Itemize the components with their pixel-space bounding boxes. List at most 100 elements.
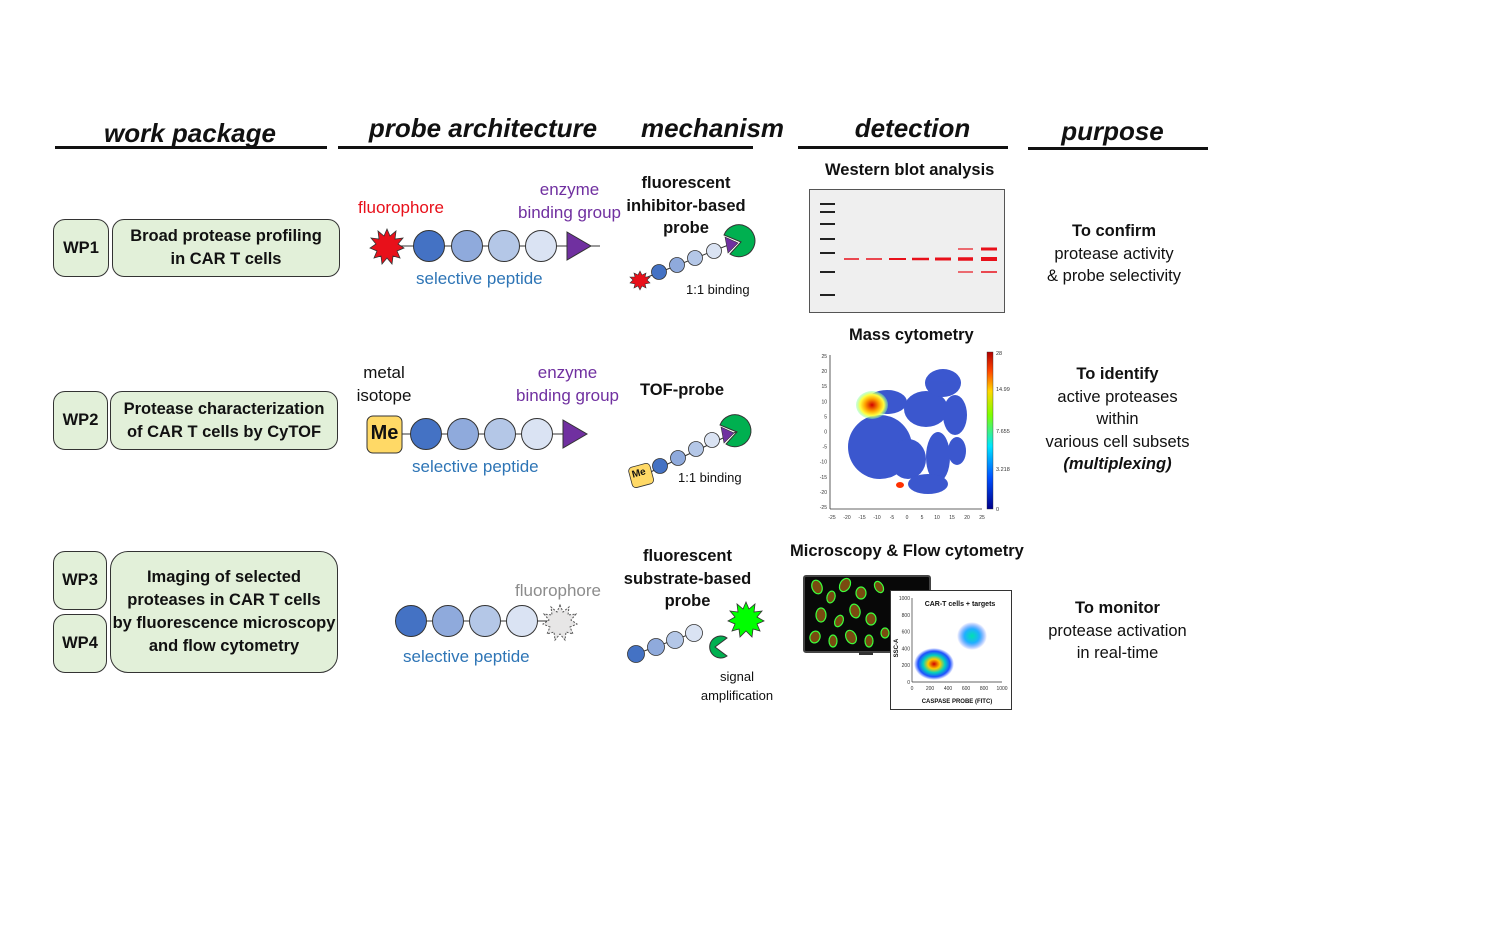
metal-tag-label: Me bbox=[370, 422, 399, 444]
ladder-bands bbox=[820, 203, 835, 296]
purpose-line: & probe selectivity bbox=[1047, 267, 1181, 285]
enzyme-pacman-icon bbox=[709, 635, 728, 659]
cell-clusters bbox=[848, 369, 967, 494]
note-line: signal bbox=[720, 669, 754, 684]
wp-title-line: Protease characterization bbox=[123, 399, 325, 418]
detection-title: Western blot analysis bbox=[825, 161, 995, 179]
metal-isotope-tag bbox=[628, 462, 654, 488]
wp-title-line: by fluorescence microscopy bbox=[112, 614, 336, 632]
purpose-lead: To identify bbox=[1076, 365, 1159, 383]
wp-title-line: of CAR T cells by CyTOF bbox=[126, 422, 322, 441]
tick-label: 400 bbox=[902, 646, 911, 652]
title-line: substrate-based bbox=[623, 569, 752, 588]
tick-label: 10 bbox=[934, 515, 940, 521]
flow-y-axis-label: SSC-A bbox=[894, 638, 900, 657]
header-mechanism: mechanism bbox=[640, 113, 785, 143]
peptide-bead bbox=[447, 418, 479, 450]
tof-probe-mechanism-diagram bbox=[628, 414, 752, 488]
flow-x-axis-label: CASPASE PROBE (FITC) bbox=[922, 699, 993, 705]
peptide-bead bbox=[687, 250, 703, 266]
tick-label: 1000 bbox=[899, 596, 910, 602]
tick-label: 10 bbox=[821, 399, 827, 405]
peptide-bead bbox=[669, 257, 685, 273]
title-line: fluorescent bbox=[643, 547, 732, 565]
wp-id-badge: WP4 bbox=[53, 614, 107, 673]
note-line: amplification bbox=[700, 688, 774, 703]
signal-amplification-note: signal amplification bbox=[692, 667, 782, 705]
peptide-bead bbox=[413, 230, 445, 262]
cell-population bbox=[914, 648, 954, 680]
binding-group-triangle bbox=[720, 426, 735, 444]
tick-label: 15 bbox=[949, 515, 955, 521]
purpose-line: within bbox=[1096, 410, 1139, 428]
enzyme-binding-group-label: enzyme binding group bbox=[512, 178, 627, 224]
header-underline bbox=[55, 146, 327, 149]
header-probe-architecture: probe architecture bbox=[368, 113, 598, 143]
peptide-bead bbox=[652, 458, 668, 474]
purpose-line: various cell subsets bbox=[1045, 432, 1190, 451]
label-line: binding group bbox=[517, 203, 622, 222]
purpose-lead: To monitor bbox=[1075, 599, 1160, 617]
title-line: probe bbox=[663, 219, 709, 237]
colorbar bbox=[986, 351, 994, 510]
wp-id-badge: WP1 bbox=[53, 219, 109, 277]
header-underline bbox=[338, 146, 753, 149]
header-underline bbox=[798, 146, 1008, 149]
peptide-bead bbox=[451, 230, 483, 262]
purpose-lead: To confirm bbox=[1071, 222, 1157, 240]
tick-label: 0 bbox=[824, 430, 827, 436]
label-line: metal bbox=[363, 363, 405, 382]
title-line: probe bbox=[664, 592, 711, 610]
western-blot-image bbox=[809, 189, 1005, 313]
purpose-line: active proteases bbox=[1057, 387, 1178, 406]
peptide-bead bbox=[651, 264, 667, 280]
binding-group-triangle bbox=[724, 236, 739, 254]
header-underline bbox=[1028, 147, 1208, 150]
peptide-bead bbox=[506, 605, 538, 637]
purpose-emphasis: (multiplexing) bbox=[1063, 455, 1172, 473]
purpose-line: in real-time bbox=[1076, 644, 1159, 662]
detection-title: Mass cytometry bbox=[849, 326, 974, 344]
peptide-bead bbox=[670, 450, 686, 466]
mechanism-title: fluorescent inhibitor-based probe bbox=[620, 172, 752, 240]
purpose-text: To confirm protease activity & probe sel… bbox=[1030, 220, 1198, 288]
peptide-bead bbox=[521, 418, 553, 450]
fluorophore-burst-icon bbox=[369, 227, 405, 265]
peptide-bead bbox=[432, 605, 464, 637]
peptide-bead bbox=[627, 645, 645, 663]
peptide-bead bbox=[488, 230, 520, 262]
probe-architecture-diagram bbox=[369, 227, 600, 265]
mechanism-title: TOF-probe bbox=[640, 381, 725, 399]
selective-peptide-label: selective peptide bbox=[416, 269, 543, 288]
enzyme-pacman-icon bbox=[719, 414, 752, 448]
wp-id-badge: WP3 bbox=[53, 551, 107, 610]
wp-title-box: Imaging of selected proteases in CAR T c… bbox=[110, 551, 338, 673]
fluorophore-label: fluorophore bbox=[515, 581, 602, 600]
wp-title-line: proteases in CAR T cells bbox=[127, 591, 321, 609]
peptide-bead bbox=[525, 230, 557, 262]
tick-label: -15 bbox=[820, 475, 827, 481]
tick-label: 25 bbox=[979, 515, 985, 521]
tick-label: 1000 bbox=[996, 686, 1007, 692]
high-signal-cluster bbox=[856, 391, 888, 419]
fluorescent-cells bbox=[809, 577, 890, 648]
detection-title: Microscopy & Flow cytometry bbox=[790, 542, 1024, 560]
binding-note: 1:1 binding bbox=[678, 470, 742, 485]
peptide-bead bbox=[410, 418, 442, 450]
tick-label: -10 bbox=[873, 515, 880, 521]
peptide-bead bbox=[484, 418, 516, 450]
wp-title-line: Broad protease profiling bbox=[130, 227, 322, 245]
tick-label: -15 bbox=[858, 515, 865, 521]
probe-architecture-diagram bbox=[395, 603, 579, 642]
binding-group-triangle bbox=[566, 231, 592, 261]
peptide-bead bbox=[688, 441, 704, 457]
tick-label: 400 bbox=[944, 686, 953, 692]
tick-label: -20 bbox=[843, 515, 850, 521]
tick-label: 3.218 bbox=[996, 467, 1010, 473]
tick-label: 0 bbox=[911, 686, 914, 692]
